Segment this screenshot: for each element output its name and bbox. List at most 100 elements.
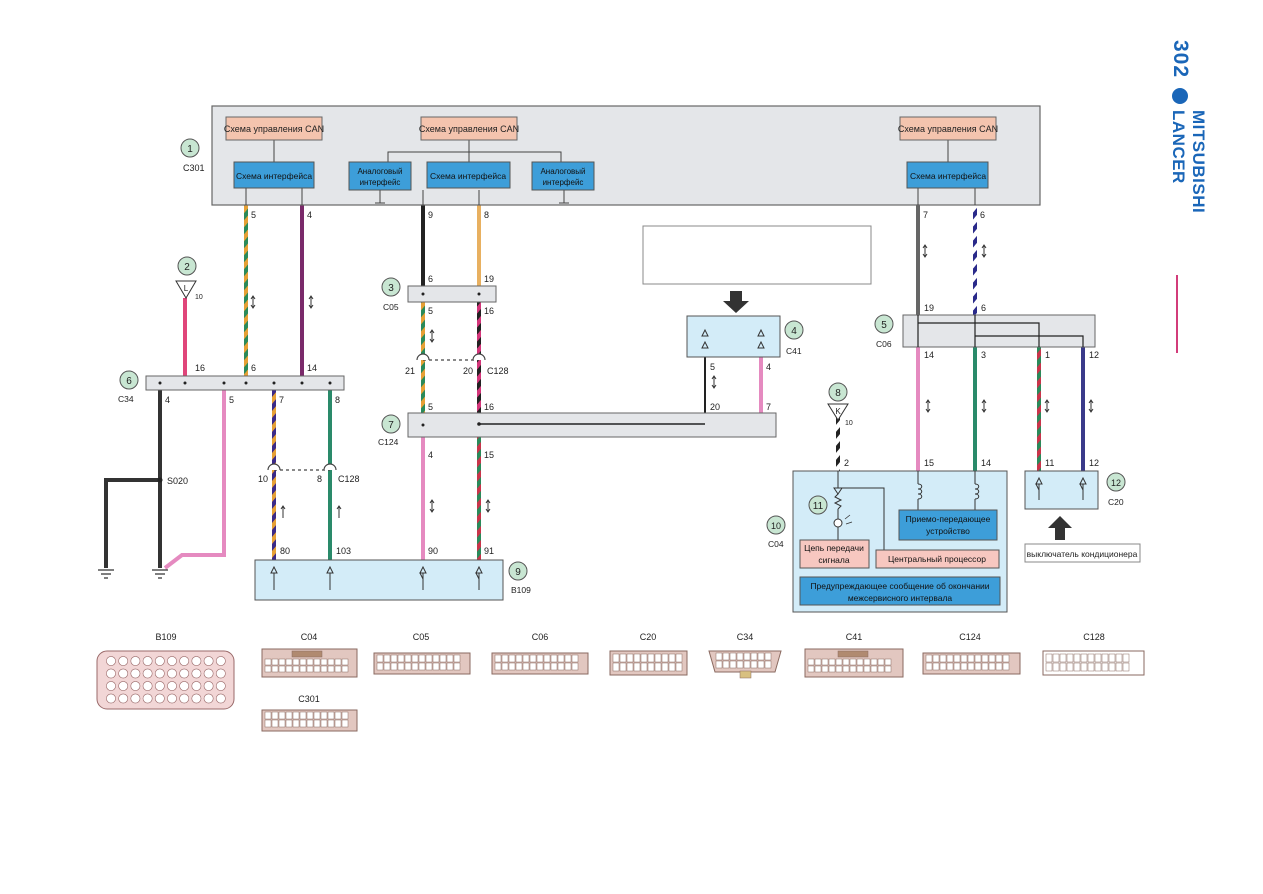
ground-k-triangle [827,403,849,421]
connector-pin-cell [675,662,683,672]
c20-pin: 12 [1089,458,1099,468]
connector-pin-cell [313,665,321,673]
connector-pin-cell [299,665,307,673]
callout-9-number: 9 [515,567,521,578]
connector-pin-cell [278,665,286,673]
connector-pin-cell [743,660,751,669]
c06-code: C06 [876,339,892,349]
connector-pin-cell [341,711,349,720]
callout-8 [828,382,848,402]
callout-1-number: 1 [187,144,193,155]
callout-5-number: 5 [881,320,887,331]
connector-pin-cell [807,658,815,666]
connector-pin-cell [953,662,961,671]
c41-pin: 4 [766,362,771,372]
connector-pin-cell [736,660,744,669]
indicator-lamp [833,518,843,528]
b109-pin: 91 [484,546,494,556]
pinout-c04 [261,648,358,678]
connector-pin-cell [647,662,655,672]
c34-pin: 5 [229,395,234,405]
connector-pin-cell [988,662,996,671]
connector-pin-cell [397,654,405,663]
connector-pin-cell [390,662,398,671]
connector-pin-cell [877,658,885,666]
b109-pin-cavity [118,681,129,691]
connector-pin-cell [571,654,579,663]
connector-pin-cell [764,660,772,669]
pinout-label-c41: C41 [846,632,863,642]
connector-pin-cell [1066,653,1074,663]
b109-pin-cavity [203,681,214,691]
b109-pin-cavity [215,681,226,691]
b109-pin-cavity [215,656,226,666]
splice-c128-b-left [267,463,281,471]
b109-pin-cavity [154,693,165,704]
b109-pin-cavity [167,693,177,704]
connector-pin-cell [418,654,426,663]
connector-pin-cell [1045,662,1053,672]
connector-pin-cell [1108,662,1116,672]
pinout-c20 [609,650,688,676]
connector-pin-cell [814,658,822,666]
down-arrow-c41 [723,291,749,313]
signal-block [799,539,870,569]
c34-pin: 7 [279,395,284,405]
connector-pin-cell [863,665,871,673]
connector-pin-cell [306,658,314,666]
connector-pin-cell [715,660,723,669]
connector-pin-cell [508,662,516,671]
connector-pin-cell [828,658,836,666]
b109-pin-cavity [191,693,202,704]
connector-pin-cell [946,654,954,663]
wire-c34-5 [163,390,226,570]
connector-pin-cell [1122,662,1130,672]
connector-pin-cell [661,653,669,663]
connector-pin-cell [264,665,272,673]
b109-pin-cavity [154,656,165,666]
connector-pin-cell [536,654,544,663]
connector-pin-cell [668,662,676,672]
connector-pin-cell [750,652,758,661]
connector-pin-cell [453,654,461,663]
b109-pin-cavity [130,693,141,704]
connector-pin-cell [939,654,947,663]
connector-pin-cell [1122,653,1130,663]
module-c05 [407,285,497,303]
connector-pin-cell [271,665,279,673]
pinout-label-c128: C128 [1083,632,1105,642]
b109-pin-cavity [167,656,177,666]
c301-pin: 4 [307,210,312,220]
b109-pin-cavity [118,668,129,679]
connector-pin-cell [320,665,328,673]
connector-pin-cell [543,654,551,663]
connector-pin-cell [453,662,461,671]
connector-pin-cell [757,660,765,669]
connector-pin-cell [411,654,419,663]
connector-pin-cell [334,711,342,720]
connector-pin-cell [571,662,579,671]
callout-4-number: 4 [791,326,797,337]
margin-rule [1176,275,1178,353]
connector-pin-cell [390,654,398,663]
connector-pin-cell [1094,653,1102,663]
callout-3 [381,277,401,297]
c20-pin: 11 [1045,458,1054,468]
connector-pin-cell [432,662,440,671]
connector-pin-cell [334,719,342,728]
connector-pin-cell [320,658,328,666]
pinout-label-b109: B109 [155,632,176,642]
connector-pin-cell [1101,662,1109,672]
b109-pin: 80 [280,546,290,556]
connector-pin-cell [764,652,772,661]
connector-pin-cell [550,662,558,671]
c301-pin: 6 [980,210,985,220]
connector-pin-cell [418,662,426,671]
iface-block-2-label: Схема интерфейса [430,171,506,181]
connector-pin-cell [529,662,537,671]
connector-pin-cell [626,653,634,663]
connector-pin-cell [1087,662,1095,672]
analog-block-2-line2: интерфейс [543,178,584,187]
connector-pin-cell [278,711,286,720]
connector-pin-cell [439,654,447,663]
